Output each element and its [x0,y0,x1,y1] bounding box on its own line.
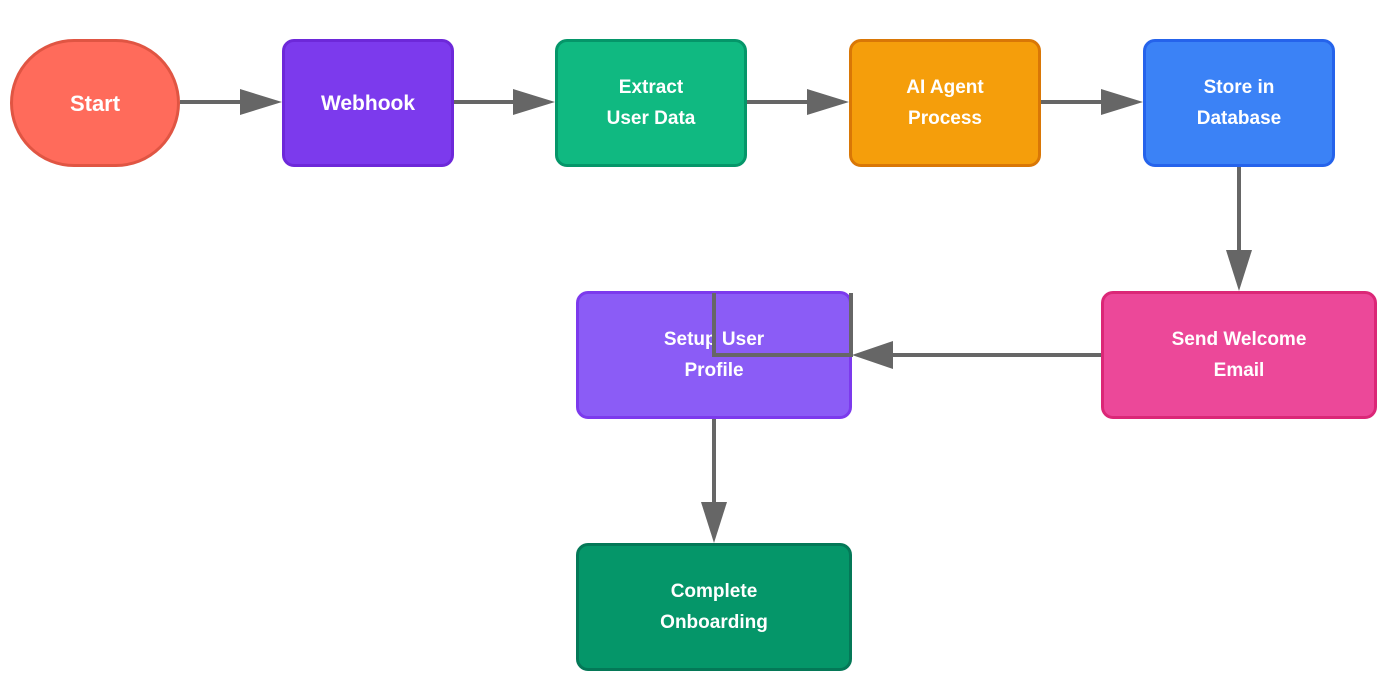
node-extract-label-2: User Data [606,108,696,129]
node-complete-label-1: Complete [670,581,758,602]
edge-extract-to-ai-agent-arrowhead [807,89,849,115]
node-webhook-label: Webhook [320,91,416,115]
node-complete-onboarding: Complete Onboarding [576,543,852,671]
node-setup-user-profile: Setup User Profile [576,291,852,419]
node-ai-agent-process: AI Agent Process [849,39,1041,167]
node-send-welcome-email: Send Welcome Email [1101,291,1377,419]
edge-ai-agent-to-store-arrowhead [1101,89,1143,115]
node-store-label-2: Database [1196,108,1282,129]
node-store-label-1: Store in [1203,77,1275,98]
node-extract-user-data: Extract User Data [555,39,747,167]
edge-start-to-webhook-arrowhead [240,89,282,115]
node-profile-label-2: Profile [684,360,744,381]
node-ai-agent-label-1: AI Agent [906,77,984,98]
edge-store-to-welcome-arrowhead [1226,250,1252,291]
node-profile-label-1: Setup User [663,329,765,350]
node-start-label: Start [69,90,121,116]
node-start: Start [10,39,180,167]
node-welcome-label-2: Email [1213,360,1265,381]
edge-webhook-to-extract-arrowhead [513,89,555,115]
node-ai-agent-label-2: Process [908,108,982,129]
node-store-in-database: Store in Database [1143,39,1335,167]
node-complete-label-2: Onboarding [660,612,768,633]
node-extract-label-1: Extract [618,77,684,98]
node-webhook: Webhook [282,39,454,167]
node-welcome-label-1: Send Welcome [1171,329,1307,350]
edge-profile-to-complete-arrowhead [701,502,727,543]
